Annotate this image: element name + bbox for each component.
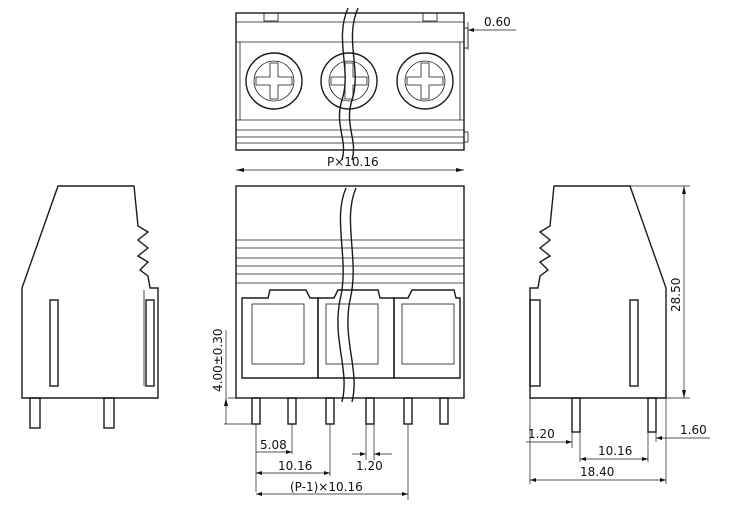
dim-1-20-side: 1.20 bbox=[528, 427, 555, 441]
screw-1 bbox=[245, 52, 303, 110]
dim-1-60: 1.60 bbox=[680, 423, 707, 437]
dim-10-16-front: 10.16 bbox=[278, 459, 312, 473]
screw-2 bbox=[320, 52, 378, 110]
dim-18-40: 18.40 bbox=[580, 465, 614, 479]
dim-pitch-span: (P-1)×10.16 bbox=[290, 480, 363, 494]
dim-10-16-side: 10.16 bbox=[598, 444, 632, 458]
right-side-view bbox=[526, 185, 710, 484]
dim-pitch-total: P×10.16 bbox=[327, 155, 379, 169]
top-view bbox=[235, 7, 516, 161]
dim-1-20-front: 1.20 bbox=[356, 459, 383, 473]
dim-5-08: 5.08 bbox=[260, 438, 287, 452]
front-view bbox=[224, 185, 465, 500]
dim-height-total: 28.50 bbox=[669, 278, 683, 312]
left-side-view bbox=[21, 185, 159, 429]
dim-0-60: 0.60 bbox=[484, 15, 511, 29]
dim-pin-length: 4.00±0.30 bbox=[211, 329, 225, 393]
screw-3 bbox=[396, 52, 454, 110]
